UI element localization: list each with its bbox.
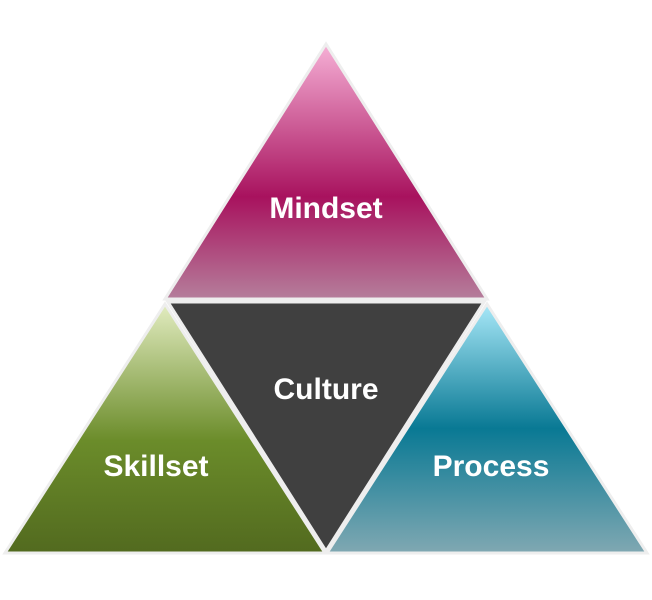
process-segment: Process <box>324 301 650 555</box>
mindset-triangle <box>162 41 490 301</box>
process-label: Process <box>433 450 550 483</box>
culture-label: Culture <box>274 373 379 406</box>
culture-segment: Culture <box>165 300 487 554</box>
mindset-segment: Mindset <box>162 41 490 301</box>
skillset-segment: Skillset <box>2 301 328 555</box>
culture-triangle <box>165 300 487 554</box>
mindset-label: Mindset <box>269 192 382 225</box>
skillset-triangle <box>2 301 328 555</box>
skillset-label: Skillset <box>103 450 208 483</box>
process-triangle <box>324 301 650 555</box>
